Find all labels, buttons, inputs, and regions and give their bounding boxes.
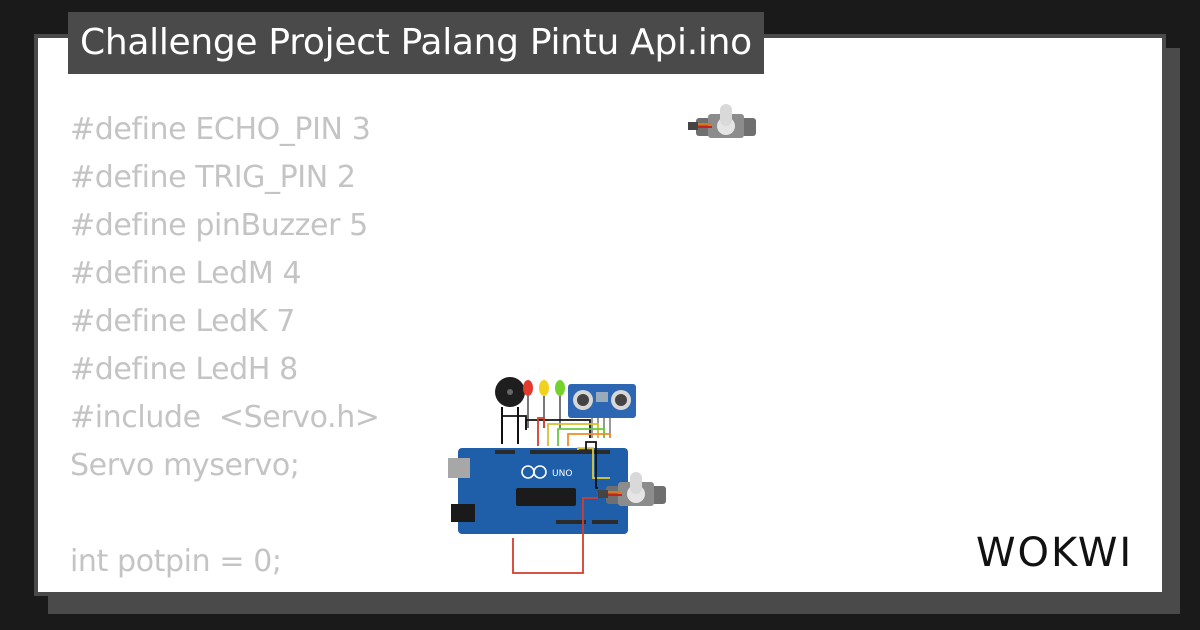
code-line: #define LedK 7 [70,304,295,339]
led-icon [555,380,565,428]
code-preview: #define ECHO_PIN 3 #define TRIG_PIN 2 #d… [70,106,380,592]
code-line: #define LedH 8 [70,352,298,387]
servo-motor-icon [598,472,666,506]
logo-text: WOKWI [976,530,1133,576]
led-icon [523,380,533,428]
arduino-uno-icon: UNO [448,448,628,534]
code-line: #include <Servo.h> [70,400,380,435]
page-title: Challenge Project Palang Pintu Api.ino [68,12,764,74]
code-line: Servo myservo; [70,448,300,483]
code-line [70,490,380,538]
svg-text:UNO: UNO [552,469,572,479]
code-line: #define TRIG_PIN 2 [70,160,356,195]
servo-motor-icon [688,104,756,138]
circuit-wires [501,415,611,574]
buzzer-icon [495,377,525,444]
code-line: int potpin = 0; [70,544,282,579]
wokwi-logo: WOKWI [976,530,1133,576]
code-line: #define ECHO_PIN 3 [70,112,371,147]
code-line: #define pinBuzzer 5 [70,208,368,243]
code-line: #define LedM 4 [70,256,302,291]
code-line: int val; [70,586,380,592]
circuit-diagram: UNO [448,104,756,574]
preview-card[interactable]: #define ECHO_PIN 3 #define TRIG_PIN 2 #d… [34,34,1166,596]
